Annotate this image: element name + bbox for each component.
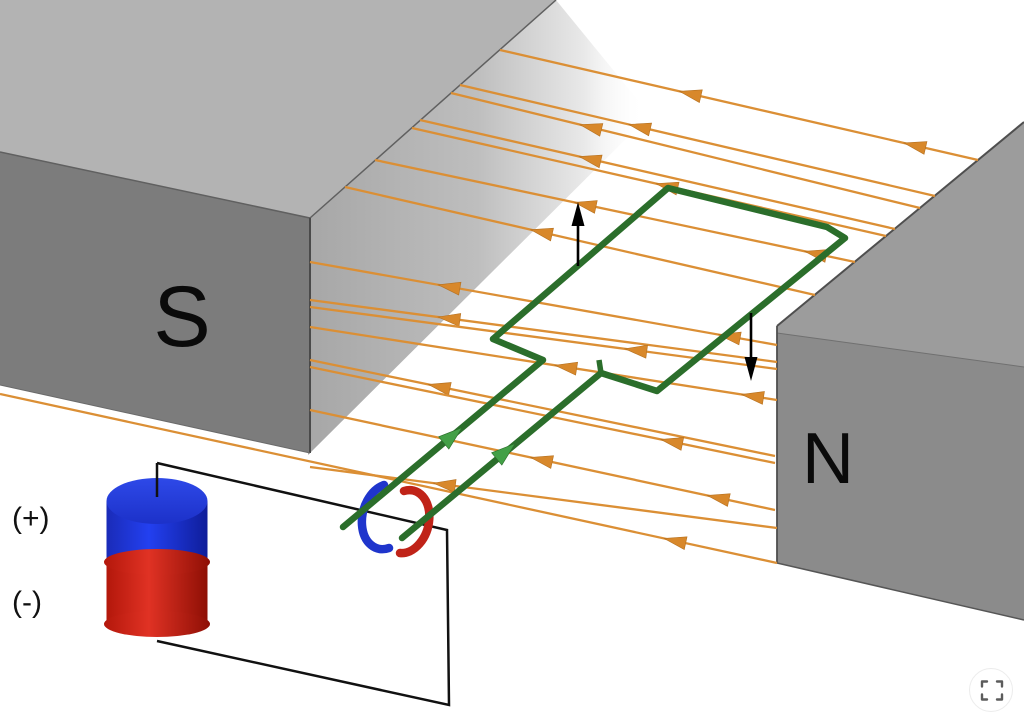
armature-coil bbox=[339, 184, 849, 542]
field-line bbox=[459, 83, 936, 198]
field-arrowhead-icon bbox=[578, 154, 603, 169]
field-line bbox=[309, 358, 776, 458]
field-arrowhead-icon bbox=[432, 479, 457, 493]
field-arrowhead-icon bbox=[659, 437, 685, 451]
magnet-edges bbox=[0, 0, 1024, 621]
field-arrowhead-icon bbox=[573, 200, 598, 214]
field-arrowhead-icon bbox=[627, 122, 653, 137]
fullscreen-button[interactable] bbox=[969, 668, 1013, 712]
field-arrowhead-icon bbox=[529, 227, 554, 242]
magnetic-field-lines bbox=[0, 48, 979, 565]
battery-band-bottom bbox=[104, 611, 210, 637]
battery-wire-loop bbox=[156, 461, 451, 707]
field-line bbox=[499, 48, 979, 162]
n-magnet-top-face bbox=[777, 122, 1024, 367]
field-arrowhead-icon bbox=[427, 382, 452, 396]
field-line bbox=[309, 260, 778, 347]
battery bbox=[104, 463, 210, 637]
magnet-edge bbox=[0, 384, 311, 454]
field-arrowhead-icon bbox=[623, 344, 648, 359]
current-arrowhead-icon bbox=[491, 442, 516, 466]
field-line bbox=[419, 118, 896, 231]
battery-negative-label: (-) bbox=[12, 586, 42, 619]
magnet-edge bbox=[776, 121, 1024, 327]
coil-wire bbox=[339, 184, 849, 542]
magnet-edge bbox=[309, 0, 557, 219]
force-arrow-up-head-icon bbox=[571, 202, 585, 226]
field-arrowhead-icon bbox=[678, 89, 703, 104]
s-magnet-side-face bbox=[308, 0, 650, 455]
field-line bbox=[411, 126, 887, 238]
current-arrowhead-icon bbox=[438, 426, 463, 450]
field-arrowhead-icon bbox=[740, 391, 765, 405]
battery-wire bbox=[156, 461, 451, 707]
s-pole-label: S bbox=[153, 269, 210, 365]
n-pole-label: N bbox=[802, 419, 854, 499]
fullscreen-expand-icon bbox=[980, 680, 1004, 701]
s-magnet-top-face bbox=[0, 0, 556, 218]
coil-wire-joint bbox=[596, 359, 604, 374]
magnet-edge bbox=[776, 332, 1024, 368]
field-arrowhead-icon bbox=[706, 493, 731, 507]
force-arrows bbox=[571, 202, 758, 381]
battery-positive-label: (+) bbox=[12, 502, 50, 535]
field-line bbox=[309, 298, 778, 364]
field-arrowhead-icon bbox=[437, 281, 462, 296]
commutator-blue-brush bbox=[357, 480, 394, 554]
field-arrowhead-icon bbox=[903, 141, 928, 155]
magnet-edge bbox=[776, 562, 1024, 621]
battery-top-face bbox=[106, 478, 208, 524]
field-line bbox=[374, 158, 856, 264]
n-magnet-front-face bbox=[777, 333, 1024, 620]
force-arrow-down-head-icon bbox=[744, 357, 758, 381]
magnet-edge bbox=[0, 151, 311, 219]
s-magnet bbox=[0, 0, 650, 455]
field-line bbox=[309, 365, 776, 465]
field-line bbox=[0, 392, 778, 565]
field-arrowhead-icon bbox=[529, 455, 554, 469]
n-magnet bbox=[777, 122, 1024, 620]
field-arrowhead-icon bbox=[437, 313, 462, 327]
field-line bbox=[309, 465, 778, 530]
battery-band-top bbox=[104, 549, 210, 575]
field-arrowhead-icon bbox=[553, 361, 578, 376]
field-line bbox=[450, 91, 921, 210]
field-arrowhead-icon bbox=[578, 123, 604, 137]
field-arrowhead-icon bbox=[663, 536, 688, 550]
s-magnet-front-face bbox=[0, 152, 310, 453]
field-line bbox=[344, 185, 816, 297]
